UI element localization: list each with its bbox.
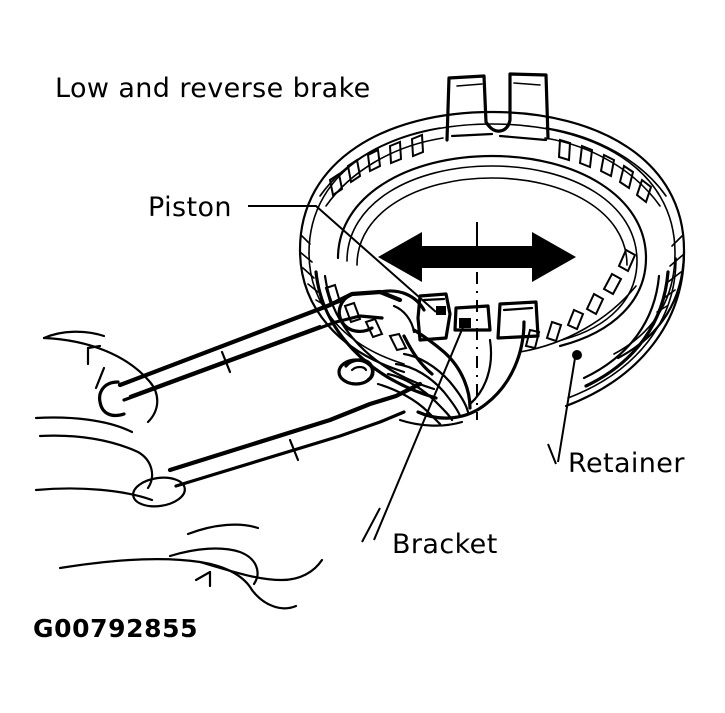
piston-leader-line (248, 205, 437, 313)
piston-body-inner-curve (468, 338, 493, 406)
retainer-leader-dot (572, 350, 582, 360)
callout-leaders (248, 205, 582, 543)
hand-gripping-pliers (34, 330, 324, 610)
hand-crease-tick-2 (86, 344, 102, 350)
callout-label-retainer: Retainer (568, 448, 685, 479)
hand-middle-finger-top (38, 434, 154, 490)
pliers-lower-grip-seam (288, 438, 300, 462)
ring-front-lip-right-2 (582, 274, 661, 380)
ring-outer-top-arc (298, 110, 686, 360)
retainer-side-block-inner (502, 306, 534, 312)
retainer-top-tab (445, 72, 550, 142)
bracket-leader-hook (361, 507, 381, 543)
ring-splines-upper-left (319, 127, 444, 207)
hand-upper-edge (42, 330, 106, 340)
piston-body-rib-3 (386, 372, 454, 422)
hand-index-finger-top (42, 336, 159, 424)
piston-body-bottom-arc (398, 418, 464, 427)
figure-title: Low and reverse brake (55, 73, 371, 104)
ring-splines-lower-right (519, 248, 637, 353)
pliers-jaw-lower (402, 334, 434, 376)
top-tab-outline (445, 72, 550, 142)
hand-lower-knuckle (250, 588, 298, 610)
pliers-jaw-upper (378, 289, 426, 312)
callout-label-piston: Piston (148, 192, 232, 223)
piston-body-left-curve (412, 328, 472, 410)
ring-inner-bore-arc-3 (356, 177, 628, 266)
top-tab-base-left (450, 132, 494, 138)
hand-crease-tick-3 (194, 570, 212, 582)
hand-index-finger-bottom (34, 416, 134, 434)
pliers-pivot-nut-inner (350, 365, 368, 372)
ring-splines-upper-right (544, 127, 667, 207)
piston-body-rib-2 (394, 362, 462, 418)
ring-inner-bore-arc-2 (346, 165, 638, 341)
ring-right-edge-hatching (656, 235, 685, 313)
piston-notch-marker (436, 306, 446, 315)
pliers-pivot-body (337, 292, 374, 333)
hand-crease-1 (186, 523, 260, 536)
ring-inner-bore-arc (336, 154, 648, 348)
top-tab-base-right (498, 134, 548, 142)
piston-body-right-curve (416, 320, 526, 420)
pliers-lower-handle-top (167, 381, 423, 473)
ring-left-edge-hatching (299, 235, 327, 307)
hand-lower-finger-top (58, 558, 254, 592)
bracket-center-block (453, 304, 492, 332)
pliers-lower-handle-bottom (174, 410, 406, 488)
hand-lower-finger-curve (168, 547, 259, 586)
pliers-jaw-inner (392, 304, 416, 334)
retainer-leader-hook (547, 443, 557, 465)
hand-palm-contour (198, 558, 324, 582)
callout-label-bracket: Bracket (392, 529, 498, 560)
piston-block-left-inner (422, 297, 446, 302)
ring-front-lip-left-2 (323, 274, 436, 391)
pliers-upper-grip-cap (98, 380, 126, 418)
figure-code: G00792855 (33, 614, 198, 643)
bracket-leader-line (373, 319, 467, 541)
retainer-ring-group (298, 72, 686, 408)
top-tab-inner-left (456, 83, 483, 87)
piston-block-left (416, 292, 452, 342)
pliers-upper-handle-bottom (122, 314, 384, 402)
double-headed-arrow (378, 232, 576, 282)
fingernail-upper (132, 476, 186, 508)
snap-ring-pliers (98, 289, 434, 488)
ring-front-lip-right (584, 270, 670, 388)
pliers-pivot-nut (344, 358, 375, 382)
hand-knuckle-line-1 (94, 366, 106, 390)
retainer-leader-line (557, 351, 577, 463)
ring-outer-bottom-right-edge (564, 250, 686, 408)
hand-middle-finger-bottom (34, 487, 154, 502)
pliers-upper-grip-seam (220, 350, 232, 374)
ring-outer-bottom-right-edge-2 (567, 257, 677, 399)
top-tab-inner-right (513, 82, 541, 86)
